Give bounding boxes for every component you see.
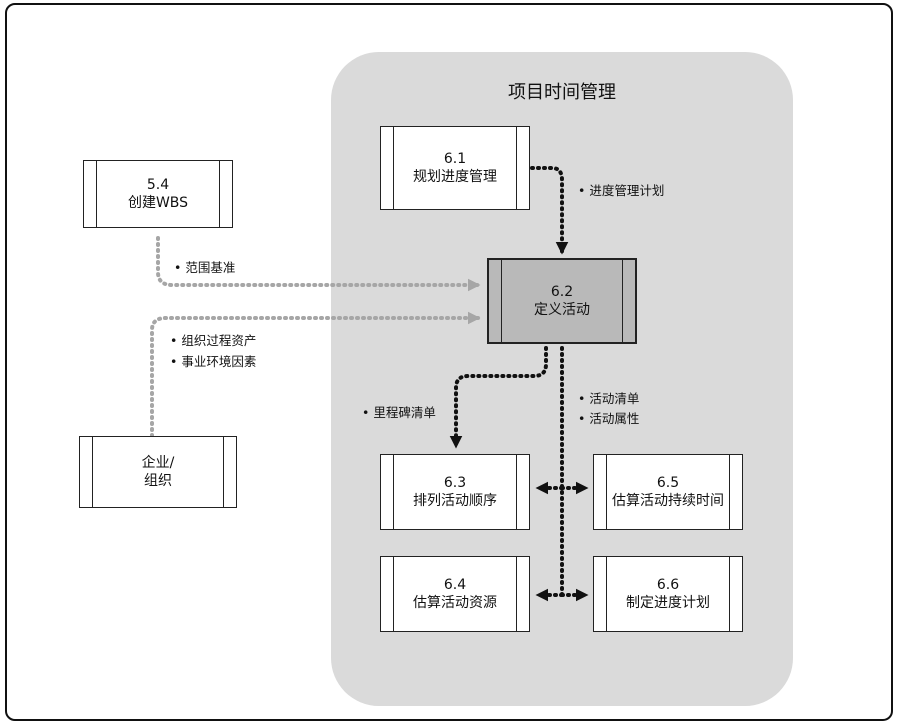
process-6-5-number: 6.5 [656, 475, 680, 491]
process-6-2-box: 6.2 定义活动 [487, 258, 637, 344]
enterprise-org-box: 企业/ 组织 [79, 436, 237, 508]
scope-baseline-label: • 范围基准 [174, 260, 236, 275]
process-6-6-number: 6.6 [656, 577, 680, 593]
create-wbs-number: 5.4 [146, 177, 170, 193]
create-wbs-box: 5.4 创建WBS [83, 160, 233, 228]
create-wbs-label: 创建WBS [127, 195, 189, 211]
process-6-5-box: 6.5 估算活动持续时间 [593, 454, 743, 530]
outer-frame [5, 3, 893, 721]
schedule-plan-label: • 进度管理计划 [578, 183, 665, 198]
org-assets-label: • 组织过程资产 [170, 333, 257, 348]
panel-title: 项目时间管理 [508, 82, 616, 103]
activity-attrs-label: • 活动属性 [578, 411, 640, 426]
process-6-2-number: 6.2 [550, 284, 574, 300]
activity-list-label: • 活动清单 [578, 391, 640, 406]
enterprise-org-line1: 企业/ [141, 455, 175, 471]
process-6-1-box: 6.1 规划进度管理 [380, 126, 530, 210]
process-6-4-box: 6.4 估算活动资源 [380, 556, 530, 632]
process-6-5-label: 估算活动持续时间 [612, 493, 724, 509]
process-6-6-label: 制定进度计划 [626, 595, 710, 611]
scope-baseline-arrow [156, 236, 481, 292]
process-6-4-number: 6.4 [443, 577, 467, 593]
enterprise-org-line2: 组织 [144, 473, 172, 489]
org-assets-arrow [150, 311, 481, 438]
process-6-4-label: 估算活动资源 [413, 595, 497, 611]
milestone-list-label: • 里程碑清单 [362, 405, 436, 420]
process-6-1-label: 规划进度管理 [413, 169, 497, 185]
process-6-3-box: 6.3 排列活动顺序 [380, 454, 530, 530]
process-6-2-label: 定义活动 [534, 302, 590, 318]
activity-outputs-labels: • 活动清单 • 活动属性 [578, 390, 639, 427]
process-6-3-number: 6.3 [443, 475, 467, 491]
org-inputs-labels: • 组织过程资产 • 事业环境因素 [170, 332, 256, 370]
schedule-plan-arrow [530, 166, 569, 255]
env-factors-label: • 事业环境因素 [170, 354, 257, 369]
milestone-list-arrow [449, 346, 548, 449]
process-6-1-number: 6.1 [443, 151, 467, 167]
process-6-3-label: 排列活动顺序 [413, 493, 497, 509]
process-6-6-box: 6.6 制定进度计划 [593, 556, 743, 632]
